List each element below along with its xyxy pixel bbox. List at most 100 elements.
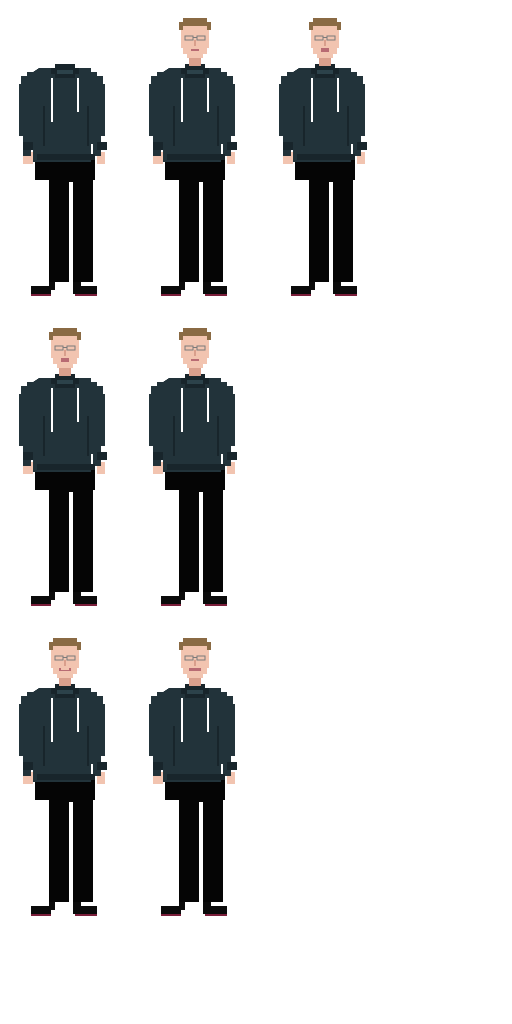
right-shoe [203,902,227,914]
left-hand [23,772,33,784]
right-seam [87,416,89,456]
character-frame [145,10,245,310]
left-hand [153,152,163,164]
left-cuff [23,762,33,770]
hoodie [19,64,107,162]
mouth [189,668,201,671]
hoodie-body [19,64,105,162]
right-shoe [73,902,97,914]
left-shoe-sole [161,604,181,606]
shoes [31,592,97,606]
trousers [165,470,225,592]
shoes [161,282,227,296]
hoodie [149,64,237,162]
hood-opening [187,380,203,384]
right-hand [97,152,105,164]
trousers [35,470,95,592]
right-cuff [97,452,107,460]
hoodie-hem [37,464,95,470]
character-frame-headless [15,10,115,310]
right-cuff [97,762,107,770]
character-sprite [149,638,237,916]
left-cuff [23,142,33,150]
trousers [165,780,225,902]
left-cuff [283,142,293,150]
right-shoe-sole [205,914,227,916]
pants [35,470,95,592]
left-shoe [31,282,55,294]
right-shoe-sole [75,914,97,916]
pants [165,780,225,902]
left-drawstring [181,388,183,432]
left-shoe-sole [31,914,51,916]
mouth [61,358,69,362]
left-shoe [291,282,315,294]
hoodie-hem [37,774,95,780]
hood-opening [187,690,203,694]
glasses-bridge [63,657,67,658]
left-cuff [153,452,163,460]
right-seam [87,106,89,146]
right-drawstring [207,78,209,112]
head [179,638,211,686]
right-shoe [73,282,97,294]
hair [49,328,81,340]
left-hand [153,462,163,474]
left-cuff [153,142,163,150]
character-frame [145,320,245,620]
trousers [295,160,355,282]
character-frame [15,320,115,620]
right-drawstring [207,388,209,422]
hoodie [19,684,107,782]
head [49,328,81,376]
right-hand [97,462,105,474]
right-seam [217,106,219,146]
trousers [165,160,225,282]
right-seam [87,726,89,766]
hair [179,328,211,340]
nose [64,350,66,356]
left-drawstring [51,698,53,742]
shoes [161,902,227,916]
glasses-bridge [193,347,197,348]
right-hand [97,772,105,784]
hoodie-hem [167,154,225,160]
right-shoe [203,592,227,604]
hoodie-body [149,64,235,162]
hood-opening [57,690,73,694]
left-seam [43,106,45,146]
hoodie-body [149,374,235,472]
left-shoe-sole [161,294,181,296]
nose [194,660,196,666]
right-shoe-sole [335,294,357,296]
pants [165,160,225,282]
hoodie [19,374,107,472]
left-drawstring [181,78,183,122]
left-shoe [31,592,55,604]
hoodie-body [19,684,105,782]
head [309,18,341,66]
glasses-bridge [193,37,197,38]
pants [35,160,95,282]
right-shoe-sole [75,294,97,296]
shoes [31,282,97,296]
right-drawstring [77,78,79,112]
neck [59,676,71,686]
hair [179,18,211,30]
hood-opening [57,380,73,384]
hoodie-hem [37,154,95,160]
neck [189,56,201,66]
left-drawstring [51,78,53,122]
right-seam [217,416,219,456]
right-hand [227,772,235,784]
shoes [31,902,97,916]
hoodie-hem [167,464,225,470]
right-cuff [227,762,237,770]
head [49,638,81,686]
head [179,18,211,66]
right-shoe-sole [75,604,97,606]
character-sprite [19,638,107,916]
right-shoe [73,592,97,604]
left-hand [23,462,33,474]
